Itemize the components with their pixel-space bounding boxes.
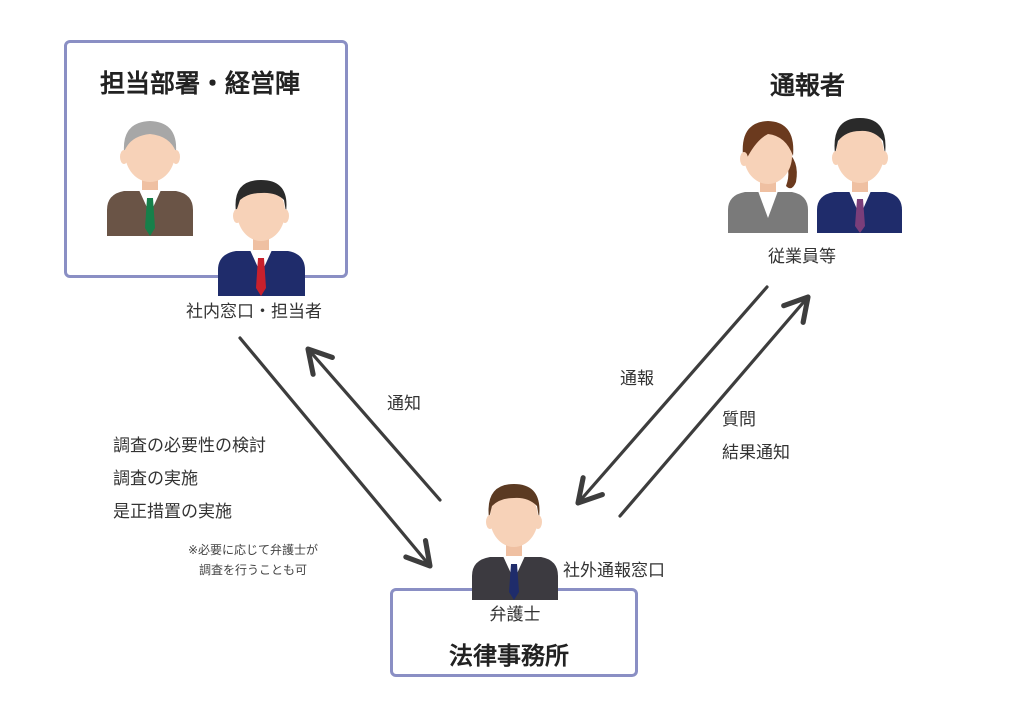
arrow-investigation-down [238, 336, 433, 569]
questions-line: 質問 [722, 410, 756, 430]
investigation-line-2: 調査の実施 [113, 469, 198, 489]
management-title: 担当部署・経営陣 [100, 69, 301, 98]
arrow-notify-up [305, 346, 442, 502]
external-window-label: 社外通報窓口 [563, 561, 665, 581]
female-employee-avatar [728, 121, 808, 233]
reporter-title: 通報者 [770, 71, 846, 100]
arrow-report-down [575, 285, 769, 506]
results-line: 結果通知 [722, 443, 790, 463]
investigation-line-1: 調査の必要性の検討 [113, 436, 266, 456]
note-line-1: ※必要に応じて弁護士が [187, 543, 319, 557]
internal-contact-label: 社内窓口・担当者 [186, 302, 322, 322]
executive-avatar [107, 121, 193, 236]
lawyer-label: 弁護士 [489, 605, 541, 625]
lawyer-avatar [472, 484, 558, 600]
questions-label: 質問 結果通知 [722, 404, 790, 470]
notify-label: 通知 [387, 394, 421, 414]
investigation-list: 調査の必要性の検討 調査の実施 是正措置の実施 [113, 430, 266, 529]
note-line-2: 調査を行うことも可 [198, 563, 307, 577]
male-employee-avatar [817, 118, 902, 233]
law-firm-title: 法律事務所 [449, 642, 569, 670]
investigation-line-3: 是正措置の実施 [113, 502, 232, 522]
management-box [64, 40, 348, 278]
lawyer-note: ※必要に応じて弁護士が 調査を行うことも可 [168, 540, 338, 580]
arrow-questions-up [618, 294, 811, 518]
report-label: 通報 [620, 369, 654, 389]
internal-contact-avatar [218, 180, 305, 296]
employee-label: 従業員等 [768, 247, 836, 267]
